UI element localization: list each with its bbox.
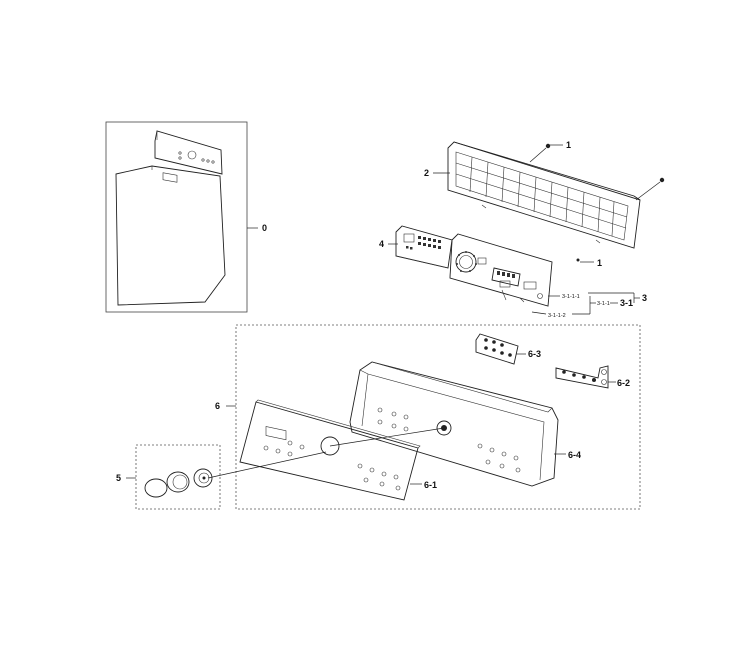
callout-6-3: 6-3 bbox=[528, 349, 541, 359]
knob-ring bbox=[166, 471, 190, 493]
assembly-2-grille: 1 2 bbox=[424, 140, 665, 249]
callout-1-top: 1 bbox=[566, 140, 571, 150]
overlay-knob-ring bbox=[320, 436, 340, 456]
assembly-6-control-panel: 6 6-4 6-1 bbox=[215, 324, 641, 510]
button-board-6-3 bbox=[475, 333, 519, 365]
assembly-5-knob: 5 bbox=[116, 444, 327, 510]
assembly-6-frame bbox=[235, 324, 641, 510]
display-pcb-4 bbox=[395, 225, 453, 269]
screw bbox=[529, 143, 551, 163]
callout-4: 4 bbox=[379, 239, 384, 249]
callout-2: 2 bbox=[424, 168, 429, 178]
callout-6-2: 6-2 bbox=[617, 378, 630, 388]
display-pcb-keys bbox=[406, 236, 441, 250]
callout-6-4: 6-4 bbox=[568, 450, 581, 460]
control-panel-housing-6-4 bbox=[349, 361, 559, 487]
callout-6-1: 6-1 bbox=[424, 480, 437, 490]
callout-6: 6 bbox=[215, 401, 220, 411]
control-panel-overlay-6-1 bbox=[239, 401, 419, 501]
callout-3-1-1-2: 3-1-1-2 bbox=[548, 313, 566, 319]
assembly-3-pcb: 4 1 3-1-1-1 3-1-1-2 3-1-1 3-1 3 bbox=[379, 225, 647, 319]
callout-0: 0 bbox=[262, 223, 267, 233]
callout-5: 5 bbox=[116, 473, 121, 483]
housing-button-holes bbox=[377, 407, 521, 473]
overlay-buttons bbox=[263, 440, 401, 491]
callout-3: 3 bbox=[642, 293, 647, 303]
assembly-0-frame bbox=[105, 121, 248, 313]
callout-1-mid: 1 bbox=[597, 258, 602, 268]
callout-3-1-1: 3-1-1 bbox=[597, 301, 610, 307]
washer-cabinet bbox=[115, 165, 226, 306]
housing-knob-opening bbox=[436, 420, 452, 436]
knob-cap bbox=[144, 478, 168, 498]
washer-control-panel bbox=[154, 130, 223, 175]
led-board-6-2 bbox=[555, 365, 609, 389]
grille-bars bbox=[455, 156, 628, 237]
callout-3-1-1-1: 3-1-1-1 bbox=[562, 294, 580, 300]
assembly-5-frame bbox=[135, 444, 221, 510]
grille-frame bbox=[447, 141, 641, 249]
screw bbox=[635, 177, 665, 201]
assembly-0-washer: 0 bbox=[105, 121, 267, 313]
knob-base bbox=[193, 468, 213, 488]
callout-3-1: 3-1 bbox=[620, 298, 633, 308]
